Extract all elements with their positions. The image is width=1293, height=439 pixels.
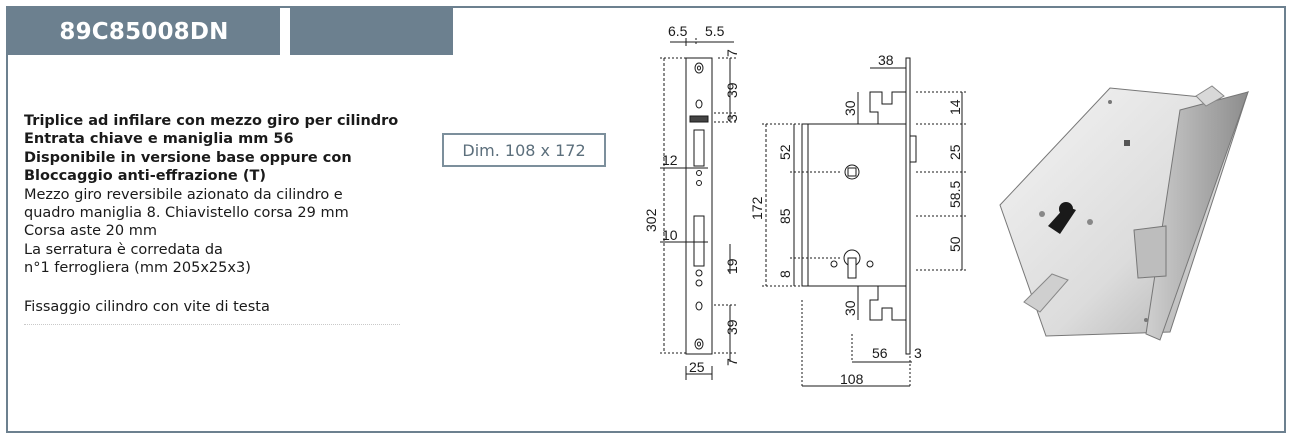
- dimension-badge: Dim. 108 x 172: [442, 133, 606, 167]
- dim-12: 12: [662, 152, 678, 168]
- dim-58-5: 58.5: [947, 181, 963, 208]
- desc-bold-line: Disponibile in versione base oppure con: [24, 149, 352, 166]
- desc-note: Fissaggio cilindro con vite di testa: [24, 298, 270, 315]
- dim-10: 10: [662, 227, 678, 243]
- dim-3-top: 3: [724, 114, 740, 122]
- dim-38: 38: [878, 52, 894, 68]
- dim-5-5: 5.5: [705, 23, 725, 39]
- desc-line: Corsa aste 20 mm: [24, 223, 157, 240]
- dim-8: 8: [777, 270, 793, 278]
- dim-56: 56: [872, 345, 888, 361]
- dim-7-top: 7: [724, 49, 740, 57]
- dim-3: 3: [914, 345, 922, 361]
- dim-85: 85: [777, 208, 793, 224]
- faceplate-drawing: [660, 38, 736, 380]
- page-frame: [6, 6, 1286, 433]
- desc-line: n°1 ferrogliera (mm 205x25x3): [24, 260, 251, 277]
- dim-6-5: 6.5: [668, 23, 688, 39]
- dim-25-right: 25: [947, 144, 963, 160]
- dim-14: 14: [947, 99, 963, 115]
- product-code: 89C85008DN: [8, 8, 280, 55]
- lock-product-image: [999, 85, 1249, 341]
- dimension-badge-text: Dim. 108 x 172: [462, 140, 586, 160]
- desc-line: quadro maniglia 8. Chiavistello corsa 29…: [24, 205, 349, 222]
- divider: [24, 324, 400, 325]
- header-bar: [290, 8, 453, 55]
- product-code-text: 89C85008DN: [59, 18, 229, 45]
- desc-bold-line: Bloccaggio anti-effrazione (T): [24, 168, 266, 185]
- dimension-labels: 6.5 5.5 7 39 3 12 302 10 19 39 7 25 38 3…: [643, 23, 963, 387]
- dim-7-bottom: 7: [724, 358, 740, 366]
- desc-line: Mezzo giro reversibile azionato da cilin…: [24, 186, 343, 203]
- desc-bold-line: Triplice ad infilare con mezzo giro per …: [24, 113, 399, 129]
- dim-108: 108: [840, 371, 864, 387]
- dim-52: 52: [777, 144, 793, 160]
- dim-30-top: 30: [842, 100, 858, 116]
- desc-line: La serratura è corredata da: [24, 241, 223, 258]
- lock-body-drawing: [762, 57, 966, 388]
- dim-50: 50: [947, 236, 963, 252]
- product-description: Triplice ad infilare con mezzo giro per …: [24, 112, 444, 316]
- dim-25: 25: [689, 359, 705, 375]
- dim-19: 19: [724, 258, 740, 274]
- dim-172: 172: [749, 196, 765, 220]
- dim-39-bottom: 39: [724, 319, 740, 335]
- desc-bold-line: Entrata chiave e maniglia mm 56: [24, 131, 294, 148]
- dim-30-bottom: 30: [842, 300, 858, 316]
- dim-302: 302: [643, 208, 659, 232]
- dim-39-top: 39: [724, 82, 740, 98]
